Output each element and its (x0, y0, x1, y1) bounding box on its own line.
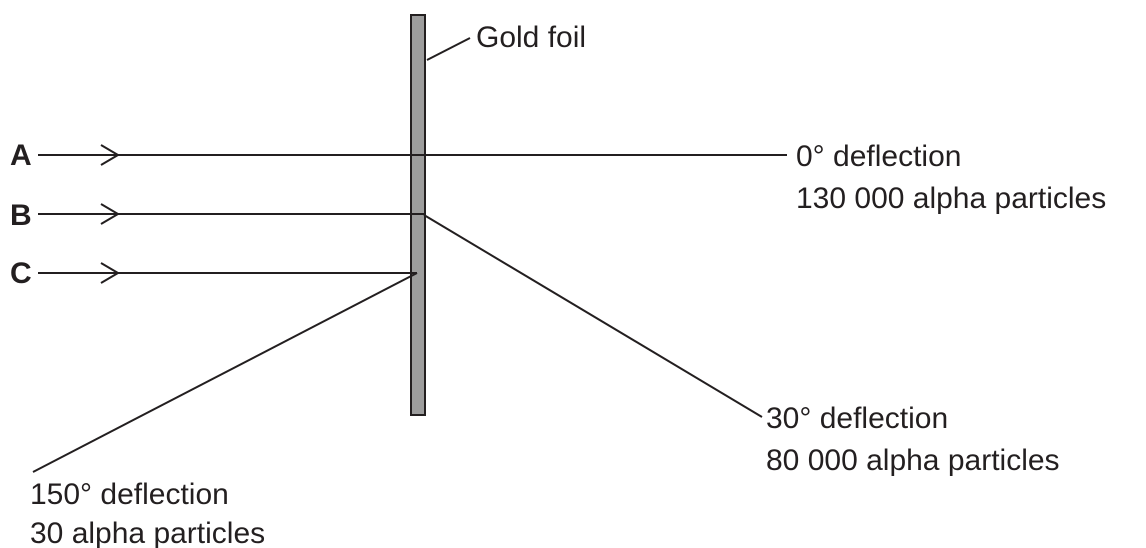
result-b-deflection: 30° deflection (766, 402, 948, 435)
path-label-b: B (10, 199, 32, 232)
path-c-arrow-icon (100, 262, 120, 284)
path-label-c: C (10, 257, 32, 290)
result-a-particles: 130 000 alpha particles (796, 182, 1106, 215)
path-a-arrow-icon (100, 144, 120, 166)
path-label-a: A (10, 139, 32, 172)
result-c-deflection: 150° deflection (30, 478, 229, 511)
result-b-particles: 80 000 alpha particles (766, 444, 1060, 477)
result-c-particles: 30 alpha particles (30, 517, 265, 548)
result-a-deflection: 0° deflection (796, 140, 961, 173)
path-b-arrow-icon (100, 203, 120, 225)
path-c-deflected-line (32, 272, 418, 473)
gold-foil-leader-line (426, 37, 471, 61)
gold-foil-label: Gold foil (476, 21, 586, 54)
path-b-deflected-line (423, 214, 763, 418)
